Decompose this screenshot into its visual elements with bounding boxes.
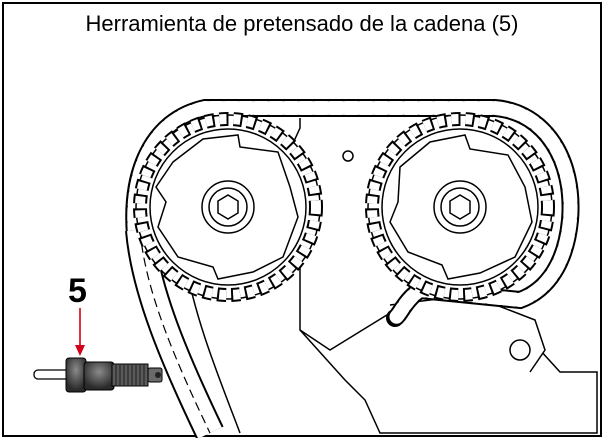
callout-arrow [75, 308, 85, 356]
pretensioning-tool [33, 357, 163, 393]
diagram-title: Herramienta de pretensado de la cadena (… [85, 11, 519, 36]
left-camshaft-sprocket [133, 112, 323, 302]
right-camshaft-sprocket [365, 112, 555, 302]
callout-number: 5 [68, 272, 87, 310]
